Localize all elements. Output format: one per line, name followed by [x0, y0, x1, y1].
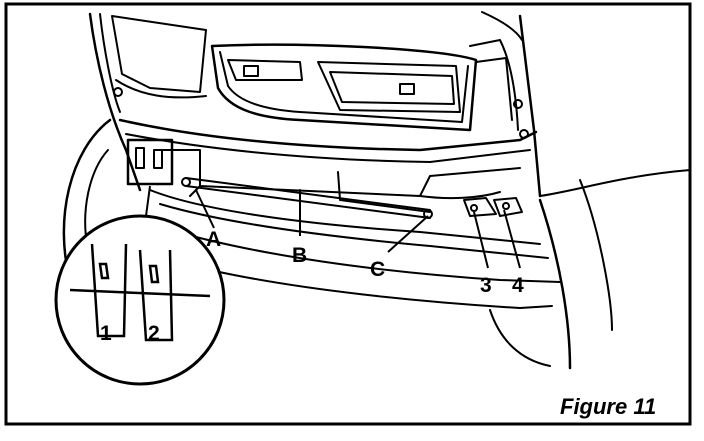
- leader-3: [473, 211, 489, 269]
- callout-c: C: [370, 258, 385, 281]
- inset-label-2: 2: [148, 322, 160, 345]
- inset-label-1: 1: [100, 322, 112, 345]
- callout-3: 3: [480, 274, 492, 297]
- callout-a: A: [206, 228, 221, 251]
- inset-magnifier: [54, 214, 226, 386]
- leader-a: [195, 189, 215, 229]
- figure-caption: Figure 11: [560, 394, 656, 419]
- callout-4: 4: [512, 274, 524, 297]
- callout-leaders: [145, 185, 521, 269]
- leader-4: [503, 209, 521, 269]
- callout-b: B: [292, 244, 307, 267]
- vehicle-line-art: [62, 11, 691, 370]
- figure-frame: [4, 2, 692, 426]
- leader-inset: [145, 185, 151, 217]
- leader-c: [387, 215, 429, 253]
